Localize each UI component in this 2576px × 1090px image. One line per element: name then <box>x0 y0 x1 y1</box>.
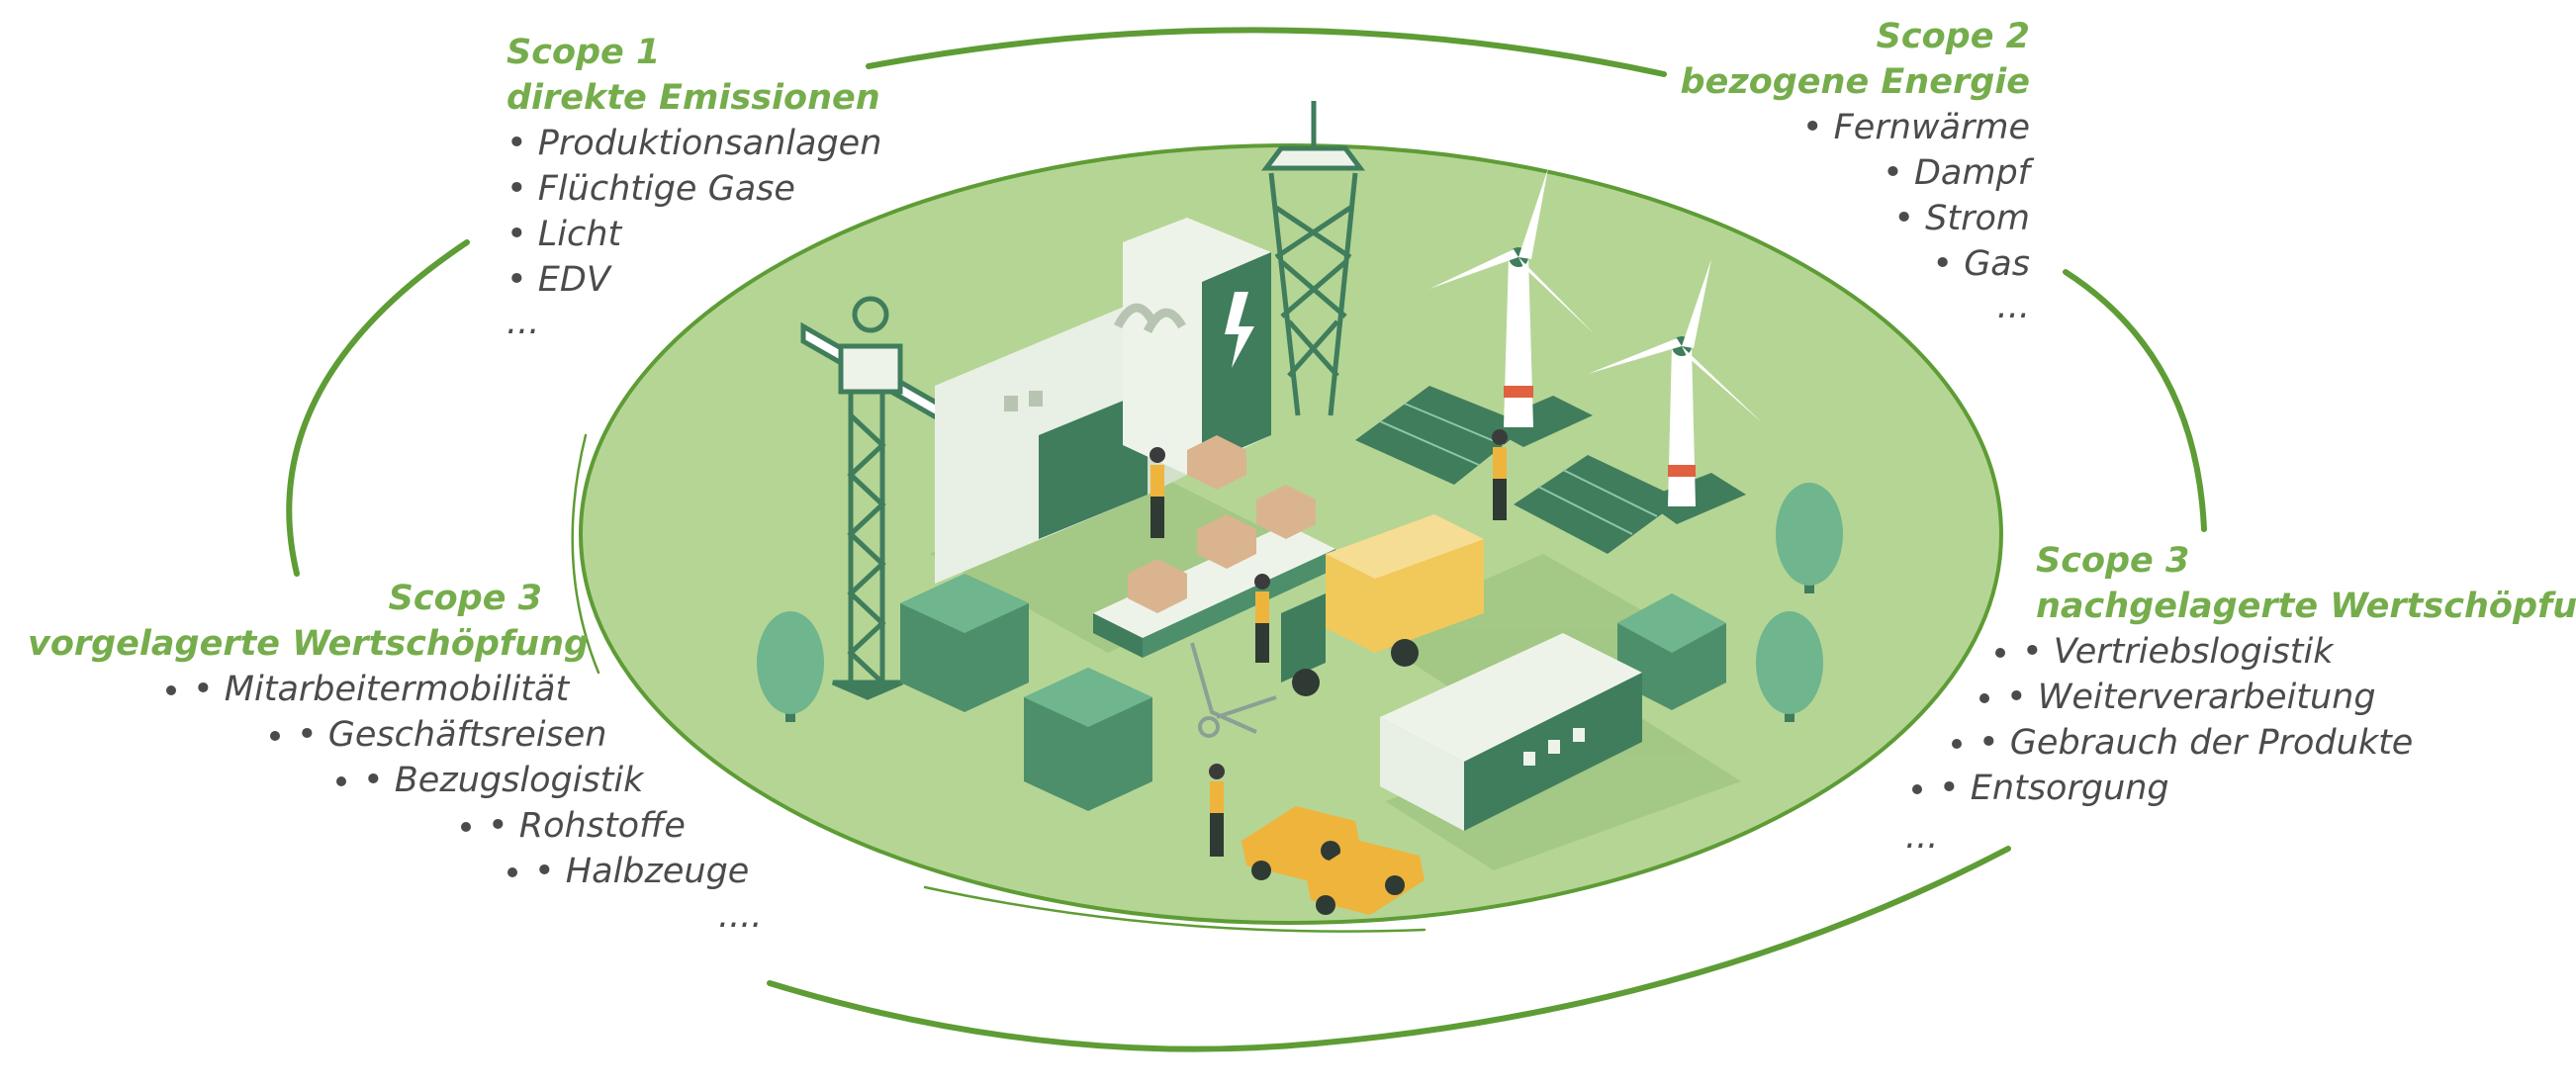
conveyor-with-boxes <box>1093 435 1335 658</box>
list-item: • Gebrauch der Produkte <box>1978 720 2413 766</box>
list-item: • Entsorgung <box>1939 766 2169 811</box>
list-item: • Weiterverarbeitung <box>2006 675 2376 720</box>
scope3-downstream-title: Scope 3 <box>2036 541 2190 581</box>
factory-building <box>935 218 1271 584</box>
scope2-block: Scope 2 bezogene Energie • Fernwärme • D… <box>1681 14 2030 326</box>
list-item: • Geschäftsreisen <box>297 712 606 758</box>
workers <box>1150 429 1508 857</box>
list-item: • Vertriebslogistik <box>2022 629 2333 675</box>
list-item: • EDV <box>506 260 610 300</box>
scope3-upstream-title: Scope 3 <box>388 579 542 618</box>
list-item: • Strom <box>1893 199 2030 238</box>
scope1-more: ... <box>506 303 540 342</box>
list-item: • Halbzeuge <box>534 849 749 894</box>
scope1-title: Scope 1 <box>506 33 661 72</box>
scope1-subtitle: direkte Emissionen <box>506 78 880 118</box>
list-item: • Gas <box>1932 244 2030 284</box>
delivery-truck <box>1281 514 1484 696</box>
scope1-list: • Produktionsanlagen • Flüchtige Gase • … <box>506 121 881 303</box>
list-item: • Produktionsanlagen <box>506 124 882 163</box>
list-item: • Fernwärme <box>1801 108 2030 147</box>
list-item: • Flüchtige Gase <box>506 169 795 209</box>
list-item: • Licht <box>506 215 622 254</box>
scope1-block: Scope 1 direkte Emissionen • Produktions… <box>506 30 881 342</box>
scope3-upstream-block: Scope 3 vorgelagerte Wertschöpfung <box>28 576 590 667</box>
warehouse-building <box>1380 633 1642 831</box>
list-item: • Bezugslogistik <box>363 758 643 803</box>
scope3-downstream-more: ... <box>1905 817 1939 857</box>
transmission-tower <box>1261 101 1365 416</box>
scope3-upstream-subtitle: vorgelagerte Wertschöpfung <box>28 624 590 664</box>
scope3-downstream-block: Scope 3 nachgelagerte Wertschöpfung <box>2036 538 2576 629</box>
list-item: • Dampf <box>1883 153 2030 193</box>
list-item: • Rohstoffe <box>488 803 686 849</box>
trees <box>757 483 1843 722</box>
scope2-title: Scope 2 <box>1876 17 2030 56</box>
outer-ring <box>286 27 2207 1052</box>
scope3-upstream-more: .... <box>718 896 763 936</box>
scope3-downstream-subtitle: nachgelagerte Wertschöpfung <box>2036 587 2576 626</box>
green-crates <box>900 574 1726 811</box>
scope2-more: ... <box>1996 287 2030 326</box>
hand-truck <box>1190 642 1277 738</box>
scope2-subtitle: bezogene Energie <box>1680 62 2030 102</box>
scope2-list: • Fernwärme • Dampf • Strom • Gas <box>1681 105 2030 287</box>
solar-panels <box>1355 386 1682 554</box>
list-item: • Mitarbeitermobilität <box>193 667 569 712</box>
taxi-cars <box>1242 806 1425 915</box>
wind-turbines <box>1429 168 1763 524</box>
